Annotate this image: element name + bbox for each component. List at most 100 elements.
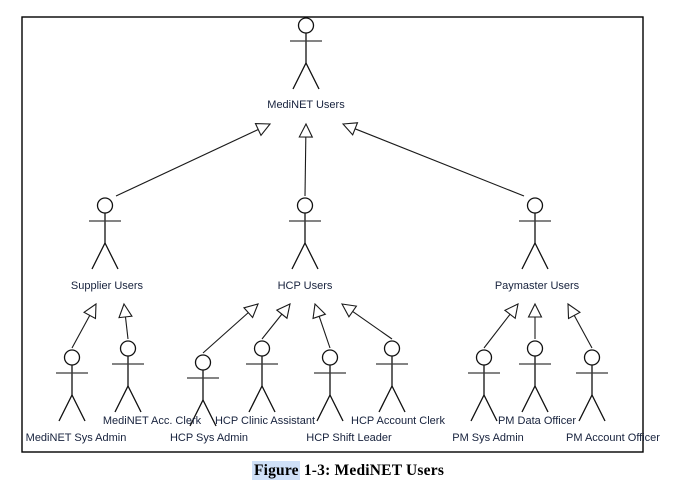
actor-pm-sys-admin[interactable] bbox=[468, 349, 500, 422]
actor-head-icon bbox=[383, 340, 401, 357]
generalization-arrowhead-icon bbox=[340, 303, 358, 318]
actor-label-hcp-account-clerk: HCP Account Clerk bbox=[351, 415, 445, 427]
generalization-hcp-sys-admin-to-hcp-users bbox=[202, 303, 259, 354]
actor-leg-right bbox=[104, 242, 119, 270]
actor-head-icon bbox=[526, 340, 544, 357]
generalization-line bbox=[318, 316, 331, 349]
actor-hcp-clinic-assistant[interactable] bbox=[246, 340, 278, 413]
actor-label-medinet-acc-clerk: MediNET Acc. Clerk bbox=[103, 415, 202, 427]
actor-head-icon bbox=[119, 340, 137, 357]
generalization-pm-data-officer-to-paymaster-users bbox=[527, 302, 543, 339]
actor-leg-left bbox=[291, 242, 306, 270]
generalization-arrowhead-icon bbox=[118, 302, 133, 319]
actor-leg-left bbox=[248, 385, 263, 413]
actor-label-hcp-users: HCP Users bbox=[278, 280, 333, 292]
actor-head-icon bbox=[526, 197, 544, 214]
actor-hcp-shift-leader[interactable] bbox=[314, 349, 346, 422]
actor-leg-left bbox=[58, 394, 73, 422]
generalization-arrowhead-icon bbox=[312, 302, 327, 320]
generalization-layer bbox=[71, 122, 593, 354]
generalization-arrowhead-icon bbox=[275, 303, 291, 320]
generalization-supplier-users-to-medinet-users bbox=[115, 123, 272, 197]
actor-leg-left bbox=[470, 394, 485, 422]
figure-caption-wrap: Figure 1-3: MediNET Users bbox=[0, 461, 696, 480]
generalization-line bbox=[115, 129, 259, 197]
actor-label-hcp-clinic-assistant: HCP Clinic Assistant bbox=[215, 415, 315, 427]
actor-pm-account-officer[interactable] bbox=[576, 349, 608, 422]
actor-label-hcp-shift-leader: HCP Shift Leader bbox=[306, 432, 392, 444]
actor-leg-right bbox=[391, 385, 406, 413]
generalization-line bbox=[352, 311, 393, 340]
actor-head-icon bbox=[194, 354, 212, 371]
actor-leg-right bbox=[261, 385, 276, 413]
actor-head-icon bbox=[583, 349, 601, 366]
actor-paymaster-users[interactable] bbox=[519, 197, 551, 270]
actor-head-icon bbox=[321, 349, 339, 366]
generalization-medinet-acc-clerk-to-supplier-users bbox=[118, 302, 133, 340]
actor-layer bbox=[56, 17, 608, 427]
actor-leg-right bbox=[71, 394, 86, 422]
actor-leg-left bbox=[521, 385, 536, 413]
generalization-pm-account-officer-to-paymaster-users bbox=[567, 302, 593, 349]
actor-leg-right bbox=[534, 385, 549, 413]
generalization-arrowhead-icon bbox=[83, 302, 97, 320]
actor-label-pm-sys-admin: PM Sys Admin bbox=[452, 432, 524, 444]
actor-leg-left bbox=[378, 385, 393, 413]
actor-head-icon bbox=[297, 17, 315, 34]
actor-medinet-users[interactable] bbox=[290, 17, 322, 90]
actor-leg-left bbox=[578, 394, 593, 422]
actor-medinet-acc-clerk[interactable] bbox=[112, 340, 144, 413]
caption-rest: 1-3: MediNET Users bbox=[299, 462, 445, 479]
actor-head-icon bbox=[296, 197, 314, 214]
actor-leg-right bbox=[591, 394, 606, 422]
generalization-line bbox=[71, 315, 91, 349]
actor-leg-right bbox=[329, 394, 344, 422]
generalization-line bbox=[354, 128, 525, 197]
generalization-hcp-account-clerk-to-hcp-users bbox=[340, 303, 393, 340]
generalization-line bbox=[573, 315, 593, 349]
actor-supplier-users[interactable] bbox=[89, 197, 121, 270]
generalization-hcp-shift-leader-to-hcp-users bbox=[312, 302, 331, 349]
actor-leg-right bbox=[202, 399, 217, 427]
actor-label-pm-account-officer: PM Account Officer bbox=[566, 432, 660, 444]
generalization-arrowhead-icon bbox=[298, 122, 314, 138]
generalization-paymaster-users-to-medinet-users bbox=[341, 122, 525, 197]
generalization-medinet-sys-admin-to-supplier-users bbox=[71, 302, 97, 349]
actor-label-pm-data-officer: PM Data Officer bbox=[498, 415, 576, 427]
figure-caption: Figure 1-3: MediNET Users bbox=[251, 461, 445, 480]
actor-medinet-sys-admin[interactable] bbox=[56, 349, 88, 422]
diagram-frame bbox=[21, 16, 644, 453]
caption-highlight: Figure bbox=[251, 461, 300, 480]
generalization-line bbox=[304, 136, 307, 197]
actor-label-supplier-users: Supplier Users bbox=[71, 280, 144, 292]
actor-head-icon bbox=[96, 197, 114, 214]
generalization-arrowhead-icon bbox=[254, 123, 272, 137]
actor-leg-left bbox=[316, 394, 331, 422]
generalization-arrowhead-icon bbox=[567, 302, 581, 320]
actor-hcp-users[interactable] bbox=[289, 197, 321, 270]
actor-head-icon bbox=[63, 349, 81, 366]
actor-leg-left bbox=[114, 385, 129, 413]
generalization-pm-sys-admin-to-paymaster-users bbox=[483, 303, 519, 349]
actor-leg-left bbox=[189, 399, 204, 427]
generalization-line bbox=[483, 313, 511, 349]
actor-leg-right bbox=[305, 62, 320, 90]
actor-label-hcp-sys-admin: HCP Sys Admin bbox=[170, 432, 248, 444]
actor-head-icon bbox=[253, 340, 271, 357]
actor-leg-right bbox=[127, 385, 142, 413]
actor-leg-left bbox=[521, 242, 536, 270]
actor-label-medinet-sys-admin: MediNET Sys Admin bbox=[26, 432, 127, 444]
actor-leg-right bbox=[304, 242, 319, 270]
generalization-line bbox=[261, 313, 283, 340]
actor-head-icon bbox=[475, 349, 493, 366]
actor-hcp-sys-admin[interactable] bbox=[187, 354, 219, 427]
actor-hcp-account-clerk[interactable] bbox=[376, 340, 408, 413]
actor-leg-right bbox=[534, 242, 549, 270]
actor-pm-data-officer[interactable] bbox=[519, 340, 551, 413]
generalization-line bbox=[124, 316, 129, 340]
generalization-arrowhead-icon bbox=[503, 303, 519, 320]
generalization-line bbox=[202, 312, 249, 354]
actor-leg-right bbox=[483, 394, 498, 422]
